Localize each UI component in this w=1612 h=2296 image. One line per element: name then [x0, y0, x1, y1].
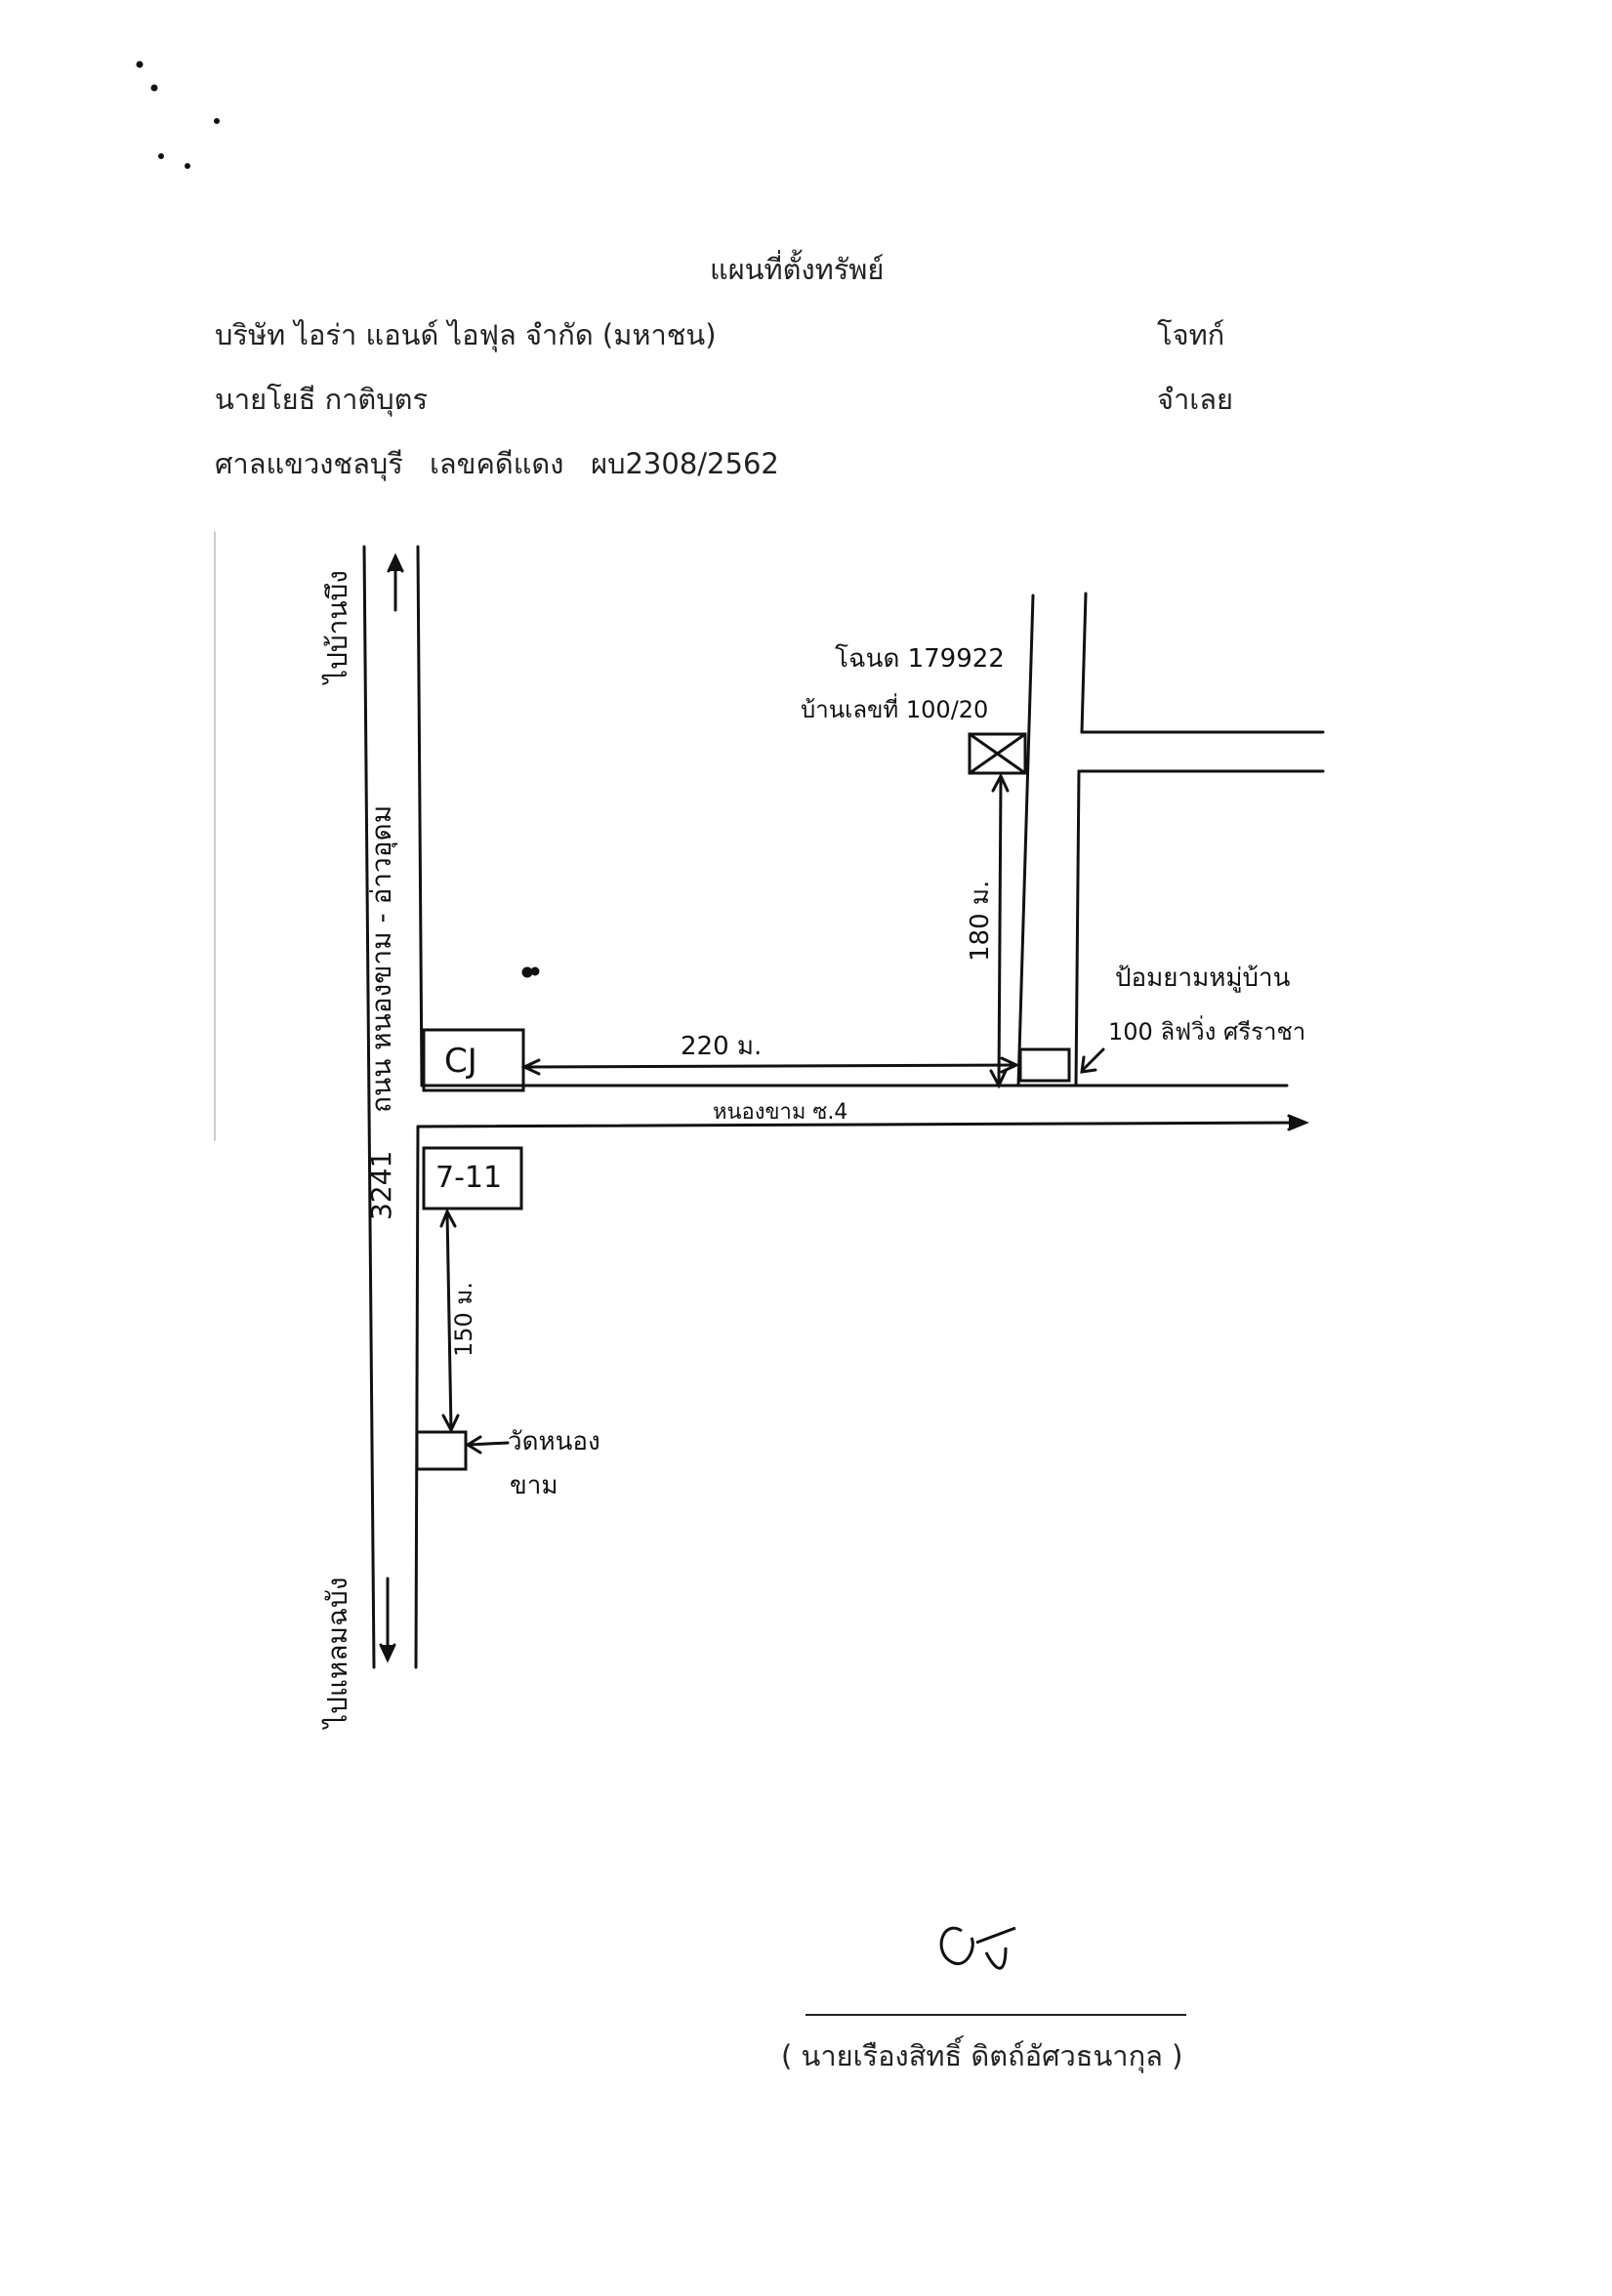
property-marker-cross: [968, 732, 1027, 775]
main-road-left-edge: [362, 545, 376, 1669]
dimension-arrow: [441, 1414, 460, 1434]
scan-speck: [214, 118, 220, 124]
signatory-name: ( นายเรืองสิทธิ์ ดิตถ์อัศวธนากุล ): [781, 2039, 1183, 2072]
road-main-number: 3241: [365, 1151, 397, 1220]
dimension-line-south: [445, 1210, 453, 1432]
distance-north-label: 180 ม.: [966, 881, 995, 962]
road-main-label: ถนน หนองขาม - อ่าวอุดม: [365, 805, 398, 1113]
guard-label-line2: 100 ลิฟวิ่ง ศรีราชา: [1108, 1015, 1305, 1046]
direction-north: ไปบ้านบึง: [321, 570, 353, 685]
direction-south: ไปแหลมฉบัง: [321, 1578, 353, 1731]
plaintiff-role: โจทก์: [1157, 318, 1225, 351]
ink-mark: [530, 966, 540, 976]
dimension-arrow: [439, 1208, 457, 1228]
defendant-name: นายโยธี กาติบุตร: [215, 383, 429, 416]
temple-pointer-head: [465, 1435, 482, 1455]
case-number: เลขคดีแดง ผบ2308/2562: [430, 447, 779, 480]
dimension-line-north: [997, 776, 1003, 1086]
guard-post-marker: [1018, 1047, 1071, 1083]
scan-speck: [185, 163, 190, 169]
deed-label: โฉนด 179922: [835, 643, 1005, 674]
dimension-arrow: [991, 772, 1010, 793]
soi-label: หนองขาม ซ.4: [713, 1100, 847, 1125]
lane-right-edge-upper: [1080, 592, 1088, 734]
distance-south-label: 150 ม.: [450, 1282, 477, 1357]
seven-eleven-label: 7-11: [435, 1161, 502, 1195]
signature: [939, 1926, 1016, 1970]
house-label: บ้านเลขที่ 100/20: [801, 693, 988, 723]
temple-label-line2: ขาม: [510, 1471, 558, 1500]
guard-label-line1: ป้อมยามหมู่บ้าน: [1115, 964, 1291, 993]
lane-left-edge: [1016, 594, 1035, 1087]
cj-store-label: CJ: [444, 1042, 477, 1081]
document-title: แผนที่ตั้งทรัพย์: [710, 253, 885, 286]
scan-speck: [158, 153, 164, 159]
north-arrow-head: [387, 553, 404, 573]
plaintiff-name: บริษัท ไอร่า แอนด์ ไอฟุล จำกัด (มหาชน): [215, 318, 717, 351]
south-arrow-head: [379, 1643, 396, 1663]
lane-right-edge-lower: [1074, 769, 1081, 1087]
soi-bottom-edge: [416, 1121, 1305, 1128]
property-marker: [968, 732, 1027, 775]
temple-marker: [415, 1430, 468, 1471]
dimension-arrow: [1000, 1056, 1020, 1074]
defendant-role: จำเลย: [1157, 383, 1233, 416]
distance-east-label: 220 ม.: [681, 1032, 762, 1061]
soi-east-arrow-head: [1287, 1114, 1309, 1131]
main-road-right-edge-upper: [416, 545, 424, 1087]
seven-eleven-marker: [422, 1146, 523, 1210]
cj-store-marker: [422, 1028, 525, 1092]
temple-label-line1: วัดหนอง: [508, 1427, 600, 1456]
dimension-line-east: [523, 1063, 1017, 1069]
ink-mark: [521, 966, 533, 978]
scan-speck: [150, 84, 158, 92]
temple-pointer: [467, 1441, 510, 1447]
court-name: ศาลแขวงชลบุรี: [215, 447, 403, 480]
guard-post-pointer-head: [1080, 1055, 1097, 1074]
dimension-arrow: [989, 1069, 1008, 1089]
main-road-right-edge-lower: [414, 1125, 420, 1669]
guard-post-pointer: [1082, 1047, 1105, 1071]
scan-speck: [136, 61, 144, 68]
signature-line: [806, 2014, 1186, 2016]
